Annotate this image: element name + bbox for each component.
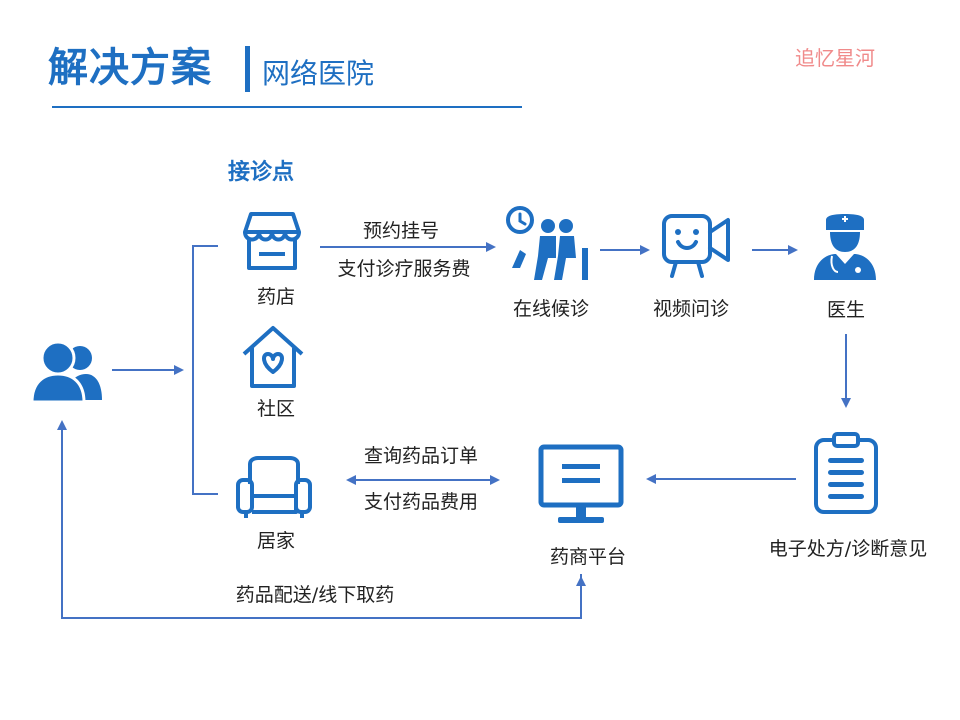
clipboard-icon: [814, 432, 878, 514]
node-label-video: 视频问诊: [652, 298, 730, 320]
node-label-home: 居家: [256, 530, 296, 552]
armchair-icon: [236, 456, 312, 518]
bracket-connector: [192, 245, 218, 495]
title-divider: [245, 46, 250, 92]
monitor-icon: [538, 444, 624, 523]
edge-label-register: 预约挂号: [362, 220, 440, 242]
node-label-waiting: 在线候诊: [512, 298, 590, 320]
node-label-platform: 药商平台: [549, 546, 627, 568]
node-label-community: 社区: [256, 398, 296, 420]
node-label-pharmacy: 药店: [256, 286, 296, 308]
title-underline: [52, 106, 522, 108]
edge-label-pay-drug: 支付药品费用: [363, 491, 479, 513]
page-title: 解决方案: [48, 45, 212, 91]
video-call-icon: [662, 214, 730, 278]
edge-label-pay-service: 支付诊疗服务费: [337, 258, 471, 280]
waiting-room-icon: [506, 206, 588, 280]
page-subtitle: 网络医院: [262, 57, 375, 90]
node-label-prescription: 电子处方/诊断意见: [768, 538, 928, 560]
node-label-doctor: 医生: [826, 299, 866, 321]
doctor-icon: [814, 214, 876, 280]
section-heading: 接诊点: [228, 160, 295, 185]
brand-watermark: 追忆星河: [795, 46, 875, 70]
edge-label-query-order: 查询药品订单: [363, 445, 479, 467]
users-icon: [30, 340, 102, 402]
storefront-icon: [243, 212, 301, 270]
edge-label-delivery: 药品配送/线下取药: [235, 584, 395, 606]
home-heart-icon: [242, 326, 304, 388]
